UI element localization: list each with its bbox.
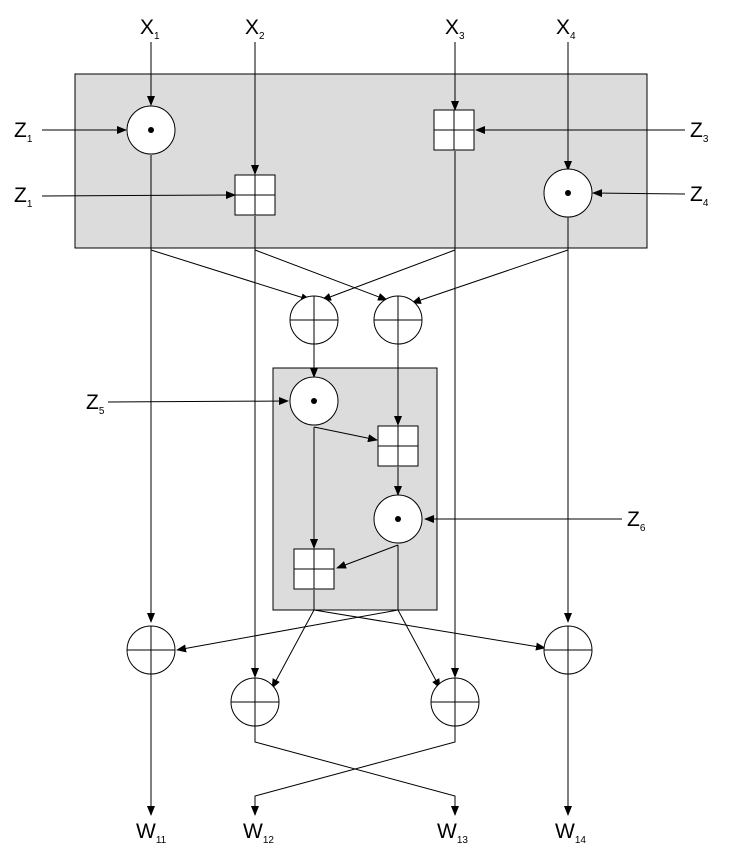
- label-z1-second: Z1: [14, 184, 33, 210]
- label-z3: Z3: [690, 119, 709, 145]
- multiply-node-z6: [373, 494, 423, 544]
- xor-node-a: [289, 295, 339, 345]
- wire-col3-to-xor-a: [321, 249, 456, 301]
- label-z1-top: Z1: [14, 119, 33, 145]
- wire-to-xor-w12: [271, 609, 315, 689]
- label-w13: W13: [437, 820, 468, 846]
- wire-col4-to-xor-b: [411, 249, 569, 304]
- wire-mult6-to-add2: [336, 544, 399, 569]
- label-z5: Z5: [86, 391, 105, 417]
- label-x1: X1: [140, 16, 160, 42]
- add-node-z3: [433, 109, 475, 151]
- wire-col2-to-xor-b: [254, 249, 388, 301]
- wire-to-xor-w13: [397, 609, 441, 689]
- wire-z5: [107, 397, 289, 406]
- label-z6: Z6: [627, 508, 646, 534]
- wire-mult5-to-add: [313, 426, 378, 443]
- xor-node-w12: [230, 677, 280, 727]
- label-w12: W12: [243, 820, 274, 846]
- multiply-node-z1: [126, 105, 176, 155]
- add-node-z1: [234, 174, 276, 216]
- label-x4: X4: [556, 16, 576, 42]
- add-node-middle-upper: [377, 425, 419, 467]
- xor-node-w11: [126, 625, 176, 675]
- label-x2: X2: [245, 16, 265, 42]
- wire-to-xor-w14: [313, 609, 546, 651]
- wire-cross-to-w12: [251, 726, 456, 816]
- top-round-box: [74, 73, 648, 249]
- multiply-node-z5: [289, 376, 339, 426]
- xor-node-w14: [543, 625, 593, 675]
- label-w14: W14: [555, 820, 586, 846]
- wire-cross-to-w13: [254, 726, 459, 816]
- add-node-middle-lower: [293, 548, 335, 590]
- xor-node-w13: [430, 677, 480, 727]
- label-z4: Z4: [690, 183, 709, 209]
- wire-z4: [592, 189, 686, 198]
- xor-node-b: [373, 295, 423, 345]
- multiply-node-z4: [543, 168, 593, 218]
- wire-col1-to-xor-a: [150, 249, 311, 302]
- label-w11: W11: [136, 820, 167, 846]
- label-x3: X3: [445, 16, 465, 42]
- wire-to-xor-w11: [176, 609, 399, 653]
- wire-z1b: [41, 191, 236, 200]
